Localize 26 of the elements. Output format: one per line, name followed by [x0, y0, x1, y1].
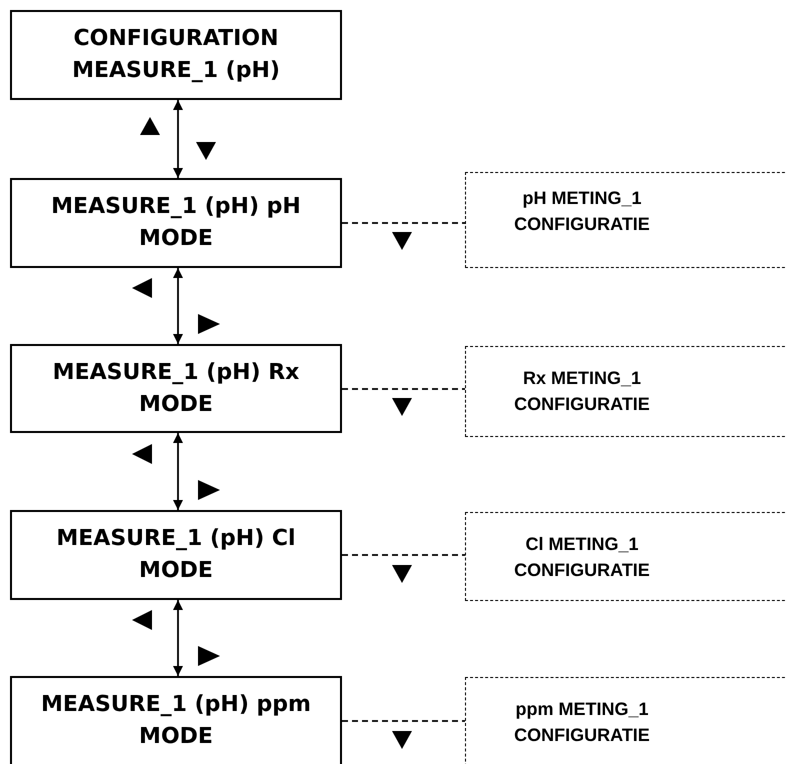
dashed-box: [465, 346, 786, 437]
description-text: Cl METING_1 CONFIGURATIE: [513, 533, 651, 582]
dashed-connector: [342, 222, 465, 224]
description-text: ppm METING_1 CONFIGURATIE: [513, 698, 651, 747]
dashed-box: [465, 677, 786, 764]
double-arrow: [173, 100, 183, 178]
menu-box: [10, 676, 342, 764]
menu-text: MEASURE_1 (pH) Rx MODE: [52, 358, 300, 418]
description-text: pH METING_1 CONFIGURATIE: [513, 187, 651, 236]
dashed-connector: [342, 388, 465, 390]
dashed-connector: [342, 720, 465, 722]
menu-text: MEASURE_1 (pH) Cl MODE: [55, 525, 297, 585]
menu-box: [10, 510, 342, 600]
double-arrow: [173, 433, 183, 510]
double-arrow: [173, 268, 183, 344]
dashed-box: [465, 172, 786, 268]
menu-text: MEASURE_1 (pH) pH MODE: [50, 193, 302, 253]
dashed-connector: [342, 554, 465, 556]
menu-text: CONFIGURATION MEASURE_1 (pH): [71, 25, 281, 85]
menu-box: [10, 178, 342, 268]
dashed-box: [465, 512, 786, 601]
menu-box: [10, 10, 342, 100]
menu-text: MEASURE_1 (pH) ppm MODE: [41, 691, 311, 751]
menu-box: [10, 344, 342, 433]
description-text: Rx METING_1 CONFIGURATIE: [513, 367, 651, 416]
double-arrow: [173, 600, 183, 676]
